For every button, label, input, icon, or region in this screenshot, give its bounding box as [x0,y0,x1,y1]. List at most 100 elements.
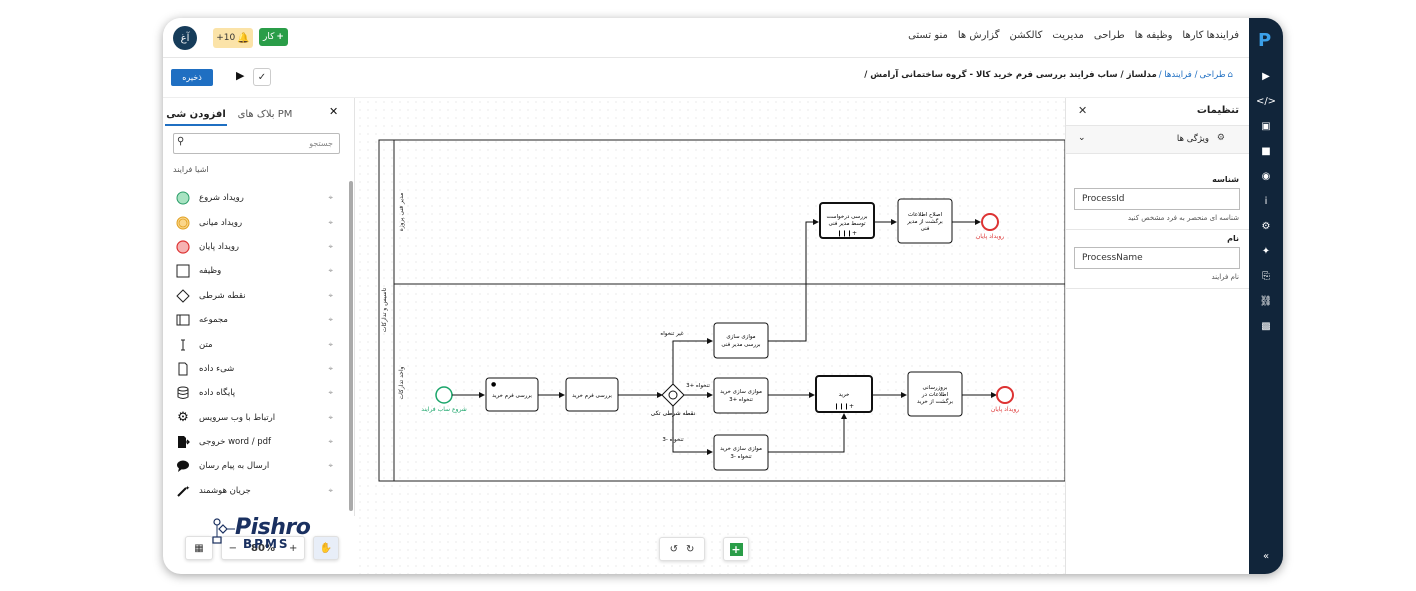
nav-collection[interactable]: کالکشن [1009,30,1043,41]
robot-icon[interactable]: ▩ [1261,320,1271,332]
end-event-top[interactable] [981,213,999,231]
close-icon[interactable]: ✕ [1078,104,1088,117]
save-button[interactable]: ذخیره [171,69,213,86]
name-field[interactable]: ProcessName [1074,247,1240,269]
pin-icon[interactable]: ⌖ [328,266,333,276]
nav-processes[interactable]: فرایندها کارها [1182,30,1239,41]
tab-pm-blocks[interactable]: بلاک های PM [237,109,293,120]
breadcrumb-processes[interactable]: / فرایندها / [1158,70,1198,80]
pin-icon[interactable]: ⌖ [328,315,333,325]
info-icon[interactable]: i [1264,195,1268,207]
database-icon[interactable]: ⛓ [1259,295,1273,307]
flow[interactable] [768,413,847,453]
shape-item-group[interactable]: مجموعه⌖ [171,308,343,332]
pin-icon[interactable]: ⌖ [328,241,333,251]
shape-item-chat[interactable]: ارسال به پیام رسان⌖ [171,454,343,478]
bell-icon: 🔔 [237,32,250,44]
subprocess-buy[interactable] [815,375,873,413]
home-icon[interactable]: ⌂ [1227,70,1233,80]
id-hint: شناسه ای منحصر به فرد مشخص کنید [1127,214,1239,222]
end-event-bottom[interactable] [996,386,1014,404]
shape-item-intermediate-event[interactable]: رویداد میانی⌖ [171,210,343,234]
avatar[interactable]: آغ [173,26,197,50]
tab-add-object[interactable]: افزودن شی [165,104,227,126]
gear-icon[interactable]: ⚙ [1261,220,1271,232]
shape-item-export[interactable]: خروجی word / pdf⌖ [171,430,343,454]
shape-item-text-cursor[interactable]: متن⌖ [171,332,343,356]
export-icon [175,434,191,450]
nav-management[interactable]: مدیریت [1052,30,1084,41]
pin-icon[interactable]: ⌖ [328,363,333,373]
shape-item-data-object[interactable]: شیء داده⌖ [171,357,343,381]
subprocess-manager-review[interactable] [819,202,875,239]
diagram-canvas[interactable]: تاسیس و تدارکات مدیر فنی پروژه واحد تدار… [356,98,1066,574]
play-icon[interactable]: ▶ [236,69,245,82]
scrollbar[interactable] [349,181,353,511]
nav-reports[interactable]: گزارش ها [957,30,1000,41]
zoom-in-icon[interactable]: + [288,542,298,554]
task-parallel-plus[interactable] [713,377,769,414]
play-circle-icon[interactable]: ▶ [1262,70,1270,82]
pool[interactable] [378,139,1066,482]
pin-icon[interactable]: ⌖ [328,339,333,349]
pin-icon[interactable]: ⌖ [328,290,333,300]
shape-item-start-event[interactable]: رویداد شروع⌖ [171,186,343,210]
code-icon[interactable]: </> [1255,95,1277,107]
id-label: شناسه [1212,175,1239,184]
flow-not-amount[interactable] [672,338,713,384]
magic-wand-icon[interactable]: ✦ [1261,245,1271,257]
document-icon[interactable]: ▣ [1261,120,1271,132]
nav-design[interactable]: طراحی [1093,30,1125,41]
shape-item-gear[interactable]: ⚙ارتباط با وب سرویس⌖ [171,406,343,430]
validate-icon[interactable]: ✓ [253,68,271,86]
zoom-level: 80% [251,542,275,554]
task-parallel-manager-label-a: موازی سازی [726,334,755,340]
add-button[interactable]: + [723,537,749,561]
bpmn-diagram[interactable]: تاسیس و تدارکات مدیر فنی پروژه واحد تدار… [356,98,1066,574]
task-parallel-manager[interactable] [713,322,769,359]
properties-section[interactable]: ⌄ ویژگی ها ⚙ [1066,126,1249,154]
collapse-icon[interactable]: « [1262,550,1270,562]
close-icon[interactable]: ✕ [329,105,339,118]
start-event[interactable] [435,386,453,404]
id-field[interactable]: ProcessId [1074,188,1240,210]
flow-amount-minus-label: تنخواه -3 [662,437,684,443]
shape-item-label: پایگاه داده [199,388,236,399]
shape-item-database[interactable]: پایگاه داده ⌖ [171,381,343,405]
chevron-down-icon[interactable]: ⌄ [1078,133,1086,143]
pin-icon[interactable]: ⌖ [328,461,333,471]
pin-icon[interactable]: ⌖ [328,217,333,227]
shape-item-end-event[interactable]: رویداد پایان ⌖ [171,235,343,259]
breadcrumb-design[interactable]: طراحی [1199,70,1226,80]
shape-item-gateway[interactable]: نقطه شرطی⌖ [171,284,343,308]
nav-tasks[interactable]: وظیفه ها [1134,30,1173,41]
notification-badge[interactable]: +10 🔔 [213,28,253,48]
add-work-button[interactable]: کار + [259,28,288,46]
flow-amount-minus[interactable] [672,406,713,455]
task-parallel-minus[interactable] [713,434,769,471]
target-icon[interactable]: ◉ [1261,170,1271,182]
zoom-out-icon[interactable]: − [228,542,238,554]
task-parallel-plus-label-a: موازی سازی خرید [720,389,762,395]
pin-icon[interactable]: ⌖ [328,437,333,447]
hand-tool-icon[interactable]: ✋ [313,536,339,560]
task-update-info[interactable] [907,371,963,417]
undo-icon[interactable]: ↺ [669,543,678,555]
shape-item-magic-wand[interactable]: ✦جریان هوشمند⌖ [171,479,343,503]
pin-icon[interactable]: ⌖ [328,388,333,398]
search-input[interactable]: جستجو [173,133,340,154]
nav-test-menu[interactable]: منو تستی [908,30,948,41]
gateway[interactable] [661,383,685,407]
pin-icon[interactable]: ⌖ [328,193,333,203]
shape-item-task[interactable]: وظیفه⌖ [171,259,343,283]
flow[interactable] [768,219,819,342]
pin-icon[interactable]: ⌖ [328,485,333,495]
file-export-icon[interactable]: ⎘ [1262,270,1270,282]
task-fix-info[interactable] [897,198,953,244]
end-event-bottom-label: رویداد پایان [991,406,1019,413]
minimap-icon[interactable]: ▦ [185,536,213,560]
shape-item-label: رویداد پایان [199,241,240,252]
redo-icon[interactable]: ↻ [686,543,695,555]
lock-icon[interactable]: ■ [1261,145,1271,157]
pin-icon[interactable]: ⌖ [328,412,333,422]
